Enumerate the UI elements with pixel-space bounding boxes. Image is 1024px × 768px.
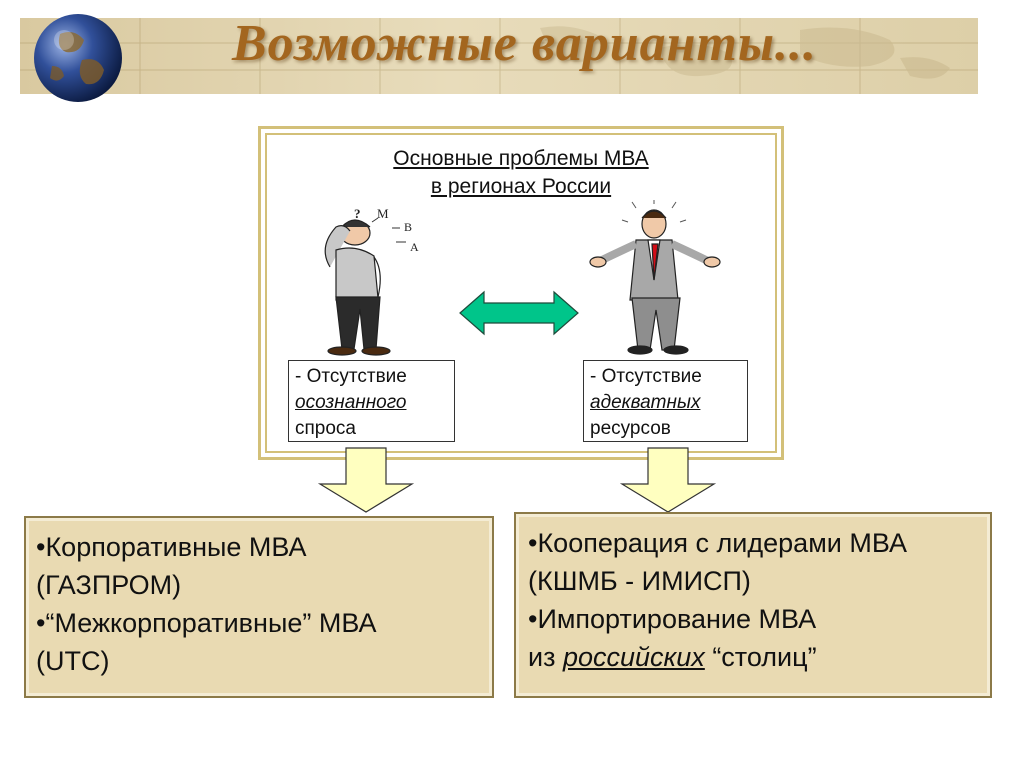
diagram-inner-border: [265, 133, 777, 453]
thought-letter-v: В: [404, 220, 413, 234]
world-map-texture: [20, 18, 978, 94]
cooperation-line4-suffix: “столиц”: [704, 642, 817, 672]
thought-letter-a: А: [410, 240, 419, 254]
shrugging-man-figure: [589, 200, 721, 355]
right-problem-box: - Отсутствие адекватных ресурсов: [583, 360, 748, 442]
globe-icon: [34, 14, 122, 102]
thought-letter-m: М: [377, 206, 389, 221]
left-problem-line3: спроса: [295, 418, 356, 439]
left-problem-emphasis: осознанного: [295, 392, 407, 413]
right-problem-line1: - Отсутствие: [590, 366, 702, 387]
left-problem-box: - Отсутствие осознанного спроса: [288, 360, 455, 442]
diagram-heading-line2: в регионах России: [430, 175, 612, 198]
left-problem-line1: - Отсутствие: [295, 366, 407, 387]
right-problem-emphasis: адекватных: [590, 392, 701, 413]
cooperation-line4-emphasis: российских: [562, 642, 705, 672]
corporate-mba-panel: •Корпоративные МВА (ГАЗПРОМ) •“Межкорпор…: [24, 516, 494, 698]
cooperation-line4: из российских “столиц”: [528, 638, 978, 676]
cooperation-line3: •Импортирование МВА: [528, 604, 817, 634]
down-arrow-right-icon: [619, 447, 717, 513]
cooperation-panel: •Кооперация с лидерами МВА (КШМБ - ИМИСП…: [514, 512, 992, 698]
title-band: [20, 18, 978, 94]
thought-question: ?: [354, 206, 361, 221]
double-arrow-icon: [459, 290, 579, 336]
corporate-mba-line3: •“Межкорпоративные” МВА: [36, 608, 377, 638]
puzzled-man-figure: [324, 219, 391, 356]
slide-title: Возможные варианты...: [232, 15, 818, 72]
cooperation-line1: •Кооперация с лидерами МВА: [528, 528, 907, 558]
right-problem-line3: ресурсов: [590, 418, 671, 439]
cooperation-line4-prefix: из: [528, 642, 563, 672]
corporate-mba-line4: (UTC): [36, 646, 110, 676]
corporate-mba-line2: (ГАЗПРОМ): [36, 570, 182, 600]
diagram-heading-line1: Основные проблемы МВА: [393, 147, 649, 170]
corporate-mba-line1: •Корпоративные МВА: [36, 532, 307, 562]
thought-lines: [371, 217, 406, 243]
cooperation-line2: (КШМБ - ИМИСП): [528, 566, 751, 596]
down-arrow-left-icon: [317, 447, 415, 513]
